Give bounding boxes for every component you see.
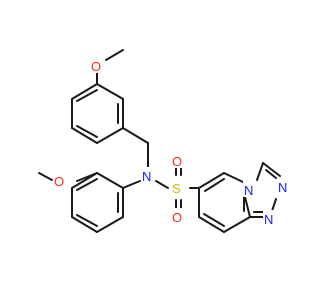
pyridine-ring [198, 172, 251, 233]
atom-n-ring-fused: N [244, 183, 253, 198]
atom-o-sulfonyl-bottom: O [172, 210, 182, 225]
atom-n-ring-bottom: N [264, 212, 273, 227]
top-benzene-ring [71, 83, 124, 144]
bond-ring-ch2 [122, 127, 149, 144]
atom-o-left: O [54, 174, 64, 189]
bond-n-s [155, 180, 169, 189]
atom-labels: O O N S O O N N N [53, 57, 291, 227]
bond-ring-o-left [76, 172, 98, 182]
bond-n-ring [122, 180, 141, 189]
atom-n-ring-right: N [278, 180, 287, 195]
molecule-diagram: O O N S O O N N N [38, 49, 291, 233]
atom-n-amine: N [142, 169, 151, 184]
molecule-structure: O O N S O O N N N [38, 49, 291, 233]
bond-o-methyl-top [105, 49, 124, 61]
triazole-ring [249, 162, 281, 218]
bottom-benzene-ring [71, 172, 124, 233]
atom-o-sulfonyl-top: O [172, 154, 182, 169]
atom-s-sulfonyl: S [172, 181, 181, 196]
bond-o-methyl-left [38, 172, 53, 181]
atom-o-top: O [91, 59, 101, 74]
